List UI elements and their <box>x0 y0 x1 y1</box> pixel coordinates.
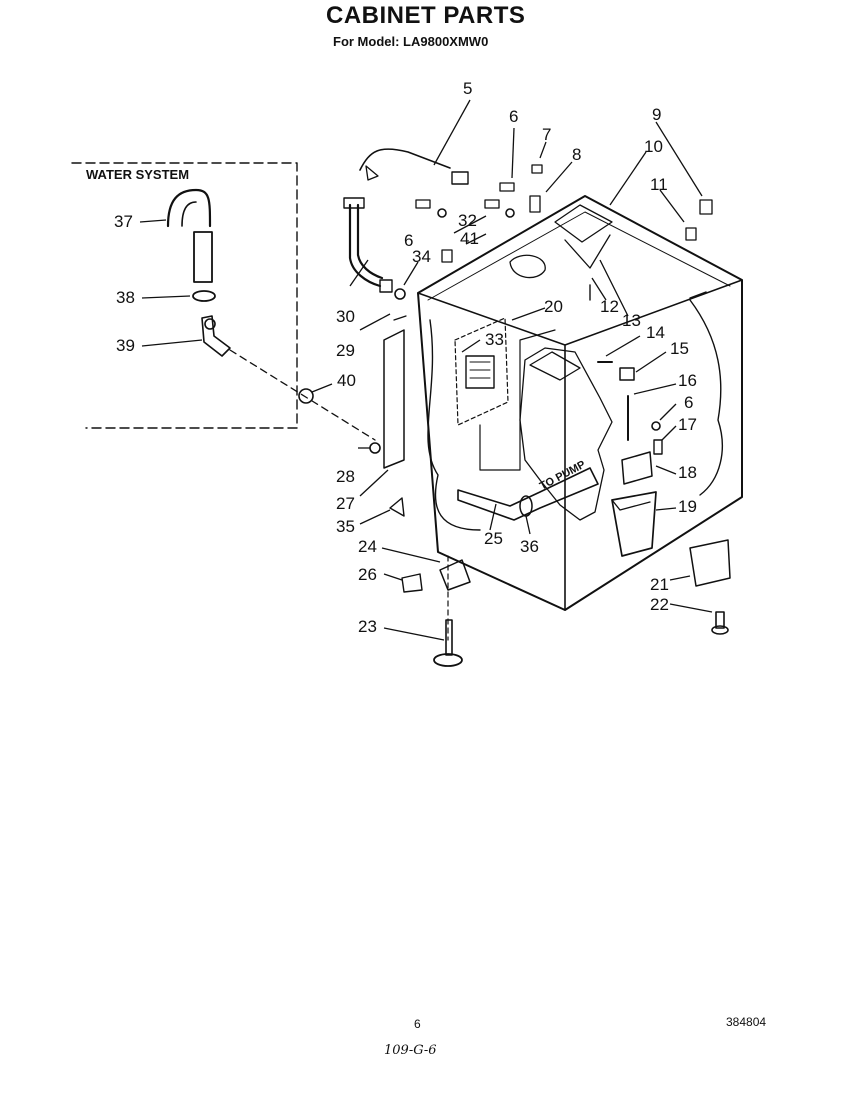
part-label-14: 14 <box>646 323 665 342</box>
wire-harness-5 <box>359 148 451 171</box>
pump-hose-25 <box>457 467 599 521</box>
corner-brace-top <box>554 204 613 243</box>
part-label-35: 35 <box>336 517 355 536</box>
water-system-box <box>71 162 298 429</box>
page-title: CABINET PARTS <box>326 2 526 29</box>
part-label-41: 41 <box>460 229 479 248</box>
clamp-38 <box>192 290 216 302</box>
part-label-19: 19 <box>678 497 697 516</box>
document-number: 384804 <box>726 1015 767 1029</box>
clip-35 <box>389 497 405 517</box>
cabinet-outline <box>417 195 743 611</box>
water-system-title: WATER SYSTEM <box>86 167 190 182</box>
part-label-17: 17 <box>678 415 697 434</box>
part-label-33: 33 <box>485 330 504 349</box>
model-subtitle: For Model: LA9800XMW0 <box>333 34 489 49</box>
hose-label: TO PUMP <box>538 459 588 493</box>
foot-22 <box>715 611 725 629</box>
part-label-13: 13 <box>622 311 641 330</box>
part-label-16: 16 <box>678 371 697 390</box>
part-label-6c: 6 <box>684 393 694 412</box>
foot-plate-21 <box>689 539 731 587</box>
part-label-18: 18 <box>678 463 697 482</box>
part-label-38: 38 <box>116 288 135 307</box>
part-label-25: 25 <box>484 529 503 548</box>
clamp-40 <box>298 388 314 404</box>
part-label-39: 39 <box>116 336 135 355</box>
part-label-22: 22 <box>650 595 669 614</box>
part-label-32: 32 <box>458 211 477 230</box>
fill-pipe-30 <box>348 203 382 288</box>
corner-brace-inner <box>529 351 581 381</box>
elbow-39 <box>201 315 231 357</box>
part-label-23: 23 <box>358 617 377 636</box>
part-label-40: 40 <box>337 371 356 390</box>
part-label-11: 11 <box>650 175 668 194</box>
side-panel-27 <box>383 329 405 469</box>
clip-26 <box>401 573 423 593</box>
part-label-12: 12 <box>600 297 619 316</box>
part-label-9: 9 <box>652 105 662 124</box>
part-label-27: 27 <box>336 494 355 513</box>
part-label-36: 36 <box>520 537 539 556</box>
control-block <box>454 317 509 426</box>
leveling-leg-23 <box>445 619 453 656</box>
part-label-5: 5 <box>463 79 473 98</box>
bracket-18 <box>621 451 653 485</box>
part-label-30: 30 <box>336 307 355 326</box>
part-label-6: 6 <box>509 107 519 126</box>
inner-panel <box>519 347 613 521</box>
page-number: 6 <box>414 1017 421 1031</box>
part-label-24: 24 <box>358 537 377 556</box>
foot-bracket-24 <box>439 559 471 591</box>
cabinet-top-rim <box>417 279 743 346</box>
part-label-20: 20 <box>544 297 563 316</box>
part-label-8: 8 <box>572 145 582 164</box>
bin-19 <box>611 491 657 557</box>
part-label-6b: 6 <box>404 231 414 250</box>
part-label-37: 37 <box>114 212 133 231</box>
part-label-7: 7 <box>542 125 552 144</box>
clip-15 <box>619 367 635 381</box>
part-label-10: 10 <box>644 137 663 156</box>
part-label-26: 26 <box>358 565 377 584</box>
part-label-34: 34 <box>412 247 431 266</box>
part-label-28: 28 <box>336 467 355 486</box>
hose-37 <box>166 188 212 228</box>
part-label-15: 15 <box>670 339 689 358</box>
handwritten-note: 109-G-6 <box>384 1043 437 1058</box>
part-label-29: 29 <box>336 341 355 360</box>
part-label-21: 21 <box>650 575 669 594</box>
